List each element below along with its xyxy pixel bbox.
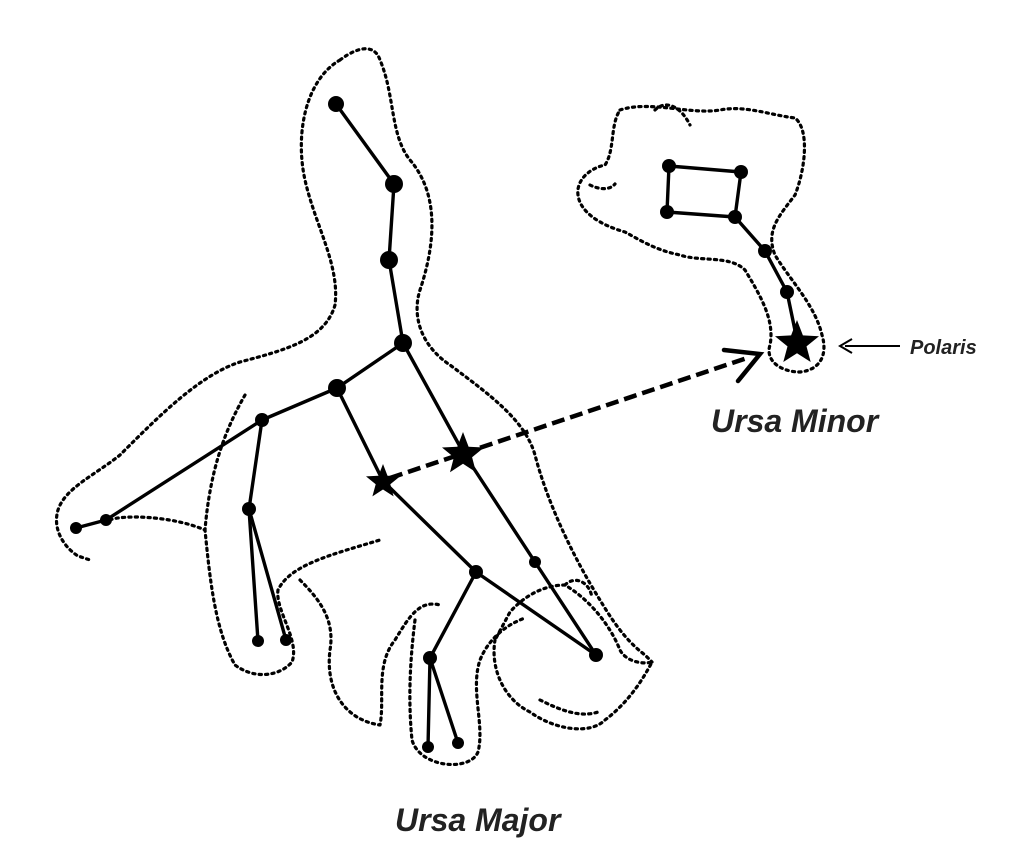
- ursa-major-line: [260, 386, 339, 422]
- ursa-major-line: [247, 507, 260, 643]
- ursa-minor-outline: [576, 103, 826, 374]
- ursa-minor-line: [665, 164, 671, 214]
- ursa-major-line: [428, 570, 478, 660]
- star-dot: [394, 334, 412, 352]
- ursa-major-tail-outline-left: [55, 58, 342, 562]
- ursa-major-line: [334, 102, 396, 186]
- ursa-major-line: [533, 560, 598, 657]
- ursa-major-line: [335, 341, 405, 390]
- star-dot: [242, 502, 256, 516]
- star-dot: [452, 737, 464, 749]
- ursa-major-line: [387, 182, 396, 262]
- star-dot: [422, 741, 434, 753]
- pointer-star-merak: [366, 464, 400, 497]
- ursa-major-outline: [55, 47, 654, 766]
- ursa-major-tail-outline-right: [338, 47, 654, 664]
- ursa-major-rear-leg-outline: [108, 515, 382, 677]
- polaris-indicator-arrowhead: [838, 338, 853, 354]
- ursa-minor-line: [733, 215, 767, 253]
- ursa-minor-body-outline: [576, 104, 826, 374]
- star-dot: [660, 205, 674, 219]
- pointer-arrowhead: [721, 347, 765, 384]
- ursa-major-line: [247, 507, 288, 642]
- star-dot: [469, 565, 483, 579]
- ursa-major-ear-outline: [563, 578, 594, 600]
- ursa-major-label: Ursa Major: [395, 802, 562, 838]
- star-dot: [734, 165, 748, 179]
- ursa-major-line: [335, 386, 385, 483]
- ursa-major-belly-outline: [298, 578, 442, 727]
- polaris-label: Polaris: [910, 337, 977, 359]
- ursa-major-line: [474, 570, 598, 657]
- ursa-minor-label: Ursa Minor: [711, 403, 880, 439]
- ursa-major-line: [426, 656, 432, 749]
- ursa-major-front-leg-outline: [408, 616, 527, 766]
- star-dot: [780, 285, 794, 299]
- star-dot: [255, 413, 269, 427]
- ursa-major-line: [387, 258, 405, 345]
- ursa-major-stars: [70, 96, 603, 753]
- ursa-major-hip-outline: [203, 393, 247, 532]
- ursa-minor-snout-outline: [588, 182, 617, 191]
- ursa-major-head-outline: [492, 583, 654, 731]
- star-dot: [252, 635, 264, 647]
- star-dot: [328, 379, 346, 397]
- ursa-major-line: [401, 341, 465, 454]
- ursa-major-jaw-outline: [538, 698, 600, 716]
- star-dot: [70, 522, 82, 534]
- star-dot: [728, 210, 742, 224]
- ursa-minor-ear-outline: [653, 103, 692, 127]
- ursa-minor-lines: [665, 164, 799, 342]
- ursa-minor-line: [733, 170, 743, 219]
- ursa-major-line: [381, 479, 478, 574]
- star-dot: [662, 159, 676, 173]
- polaris-indicator: [838, 338, 900, 354]
- star-dot: [280, 634, 292, 646]
- pointer-line: [389, 354, 751, 481]
- ursa-minor-stars: [660, 159, 819, 362]
- star-dot: [380, 251, 398, 269]
- star-dot: [100, 514, 112, 526]
- ursa-minor-line: [665, 210, 737, 219]
- pointer-star-dubhe: [442, 432, 484, 473]
- ursa-minor-line: [763, 249, 789, 294]
- ursa-minor-line: [667, 164, 743, 174]
- pointer-arrow: [389, 347, 765, 481]
- ursa-major-line: [247, 418, 264, 511]
- star-dot: [328, 96, 344, 112]
- star-dot: [589, 648, 603, 662]
- star-dot: [529, 556, 541, 568]
- star-dot: [385, 175, 403, 193]
- star-dot: [423, 651, 437, 665]
- polaris-star: [775, 320, 819, 362]
- ursa-major-lines: [74, 102, 598, 749]
- ursa-major-line: [104, 418, 264, 522]
- ursa-major-line: [428, 656, 460, 745]
- star-dot: [758, 244, 772, 258]
